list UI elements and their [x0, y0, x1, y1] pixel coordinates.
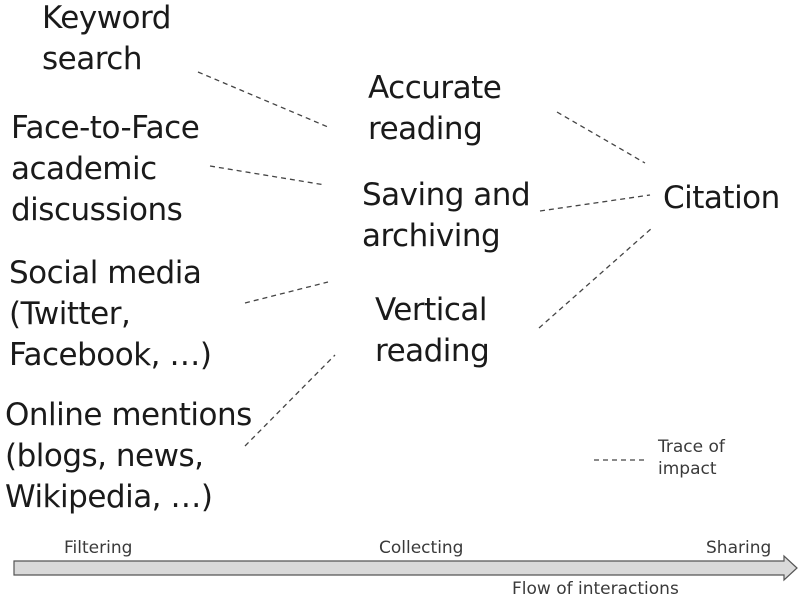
edge-vertical-citation: [538, 227, 653, 329]
text-line: Accurate: [368, 70, 502, 106]
text-line: Citation: [663, 180, 780, 216]
text-line: Vertical: [375, 292, 488, 328]
source-face-to-face: Face-to-Face academic discussions: [11, 108, 200, 231]
collect-accurate-reading: Accurate reading: [368, 68, 502, 150]
text-line: Saving and: [362, 177, 531, 213]
source-social-media: Social media (Twitter, Facebook, …): [9, 253, 212, 376]
text-line: Face-to-Face: [11, 110, 200, 146]
text-line: (Twitter,: [9, 296, 131, 332]
target-citation: Citation: [663, 178, 780, 219]
stage-sharing: Sharing: [706, 538, 772, 558]
legend-label: Trace of impact: [658, 436, 725, 480]
stage-collecting: Collecting: [379, 538, 464, 558]
collect-vertical-reading: Vertical reading: [375, 290, 490, 372]
source-online-mentions: Online mentions (blogs, news, Wikipedia,…: [5, 395, 252, 518]
collect-saving-archiving: Saving and archiving: [362, 175, 531, 257]
edge-social-saving: [244, 281, 329, 304]
text-line: Social media: [9, 255, 202, 291]
text-line: archiving: [362, 218, 501, 254]
edge-keyword-accurate: [197, 71, 329, 128]
text-line: Wikipedia, …): [5, 479, 213, 515]
text-line: discussions: [11, 192, 183, 228]
text-line: reading: [375, 333, 490, 369]
edge-online-vertical: [244, 354, 336, 447]
edge-saving-citation: [539, 194, 651, 212]
flow-arrow: [13, 554, 798, 582]
text-line: academic: [11, 151, 157, 187]
text-line: reading: [368, 111, 483, 147]
text-line: Facebook, …): [9, 337, 212, 373]
edge-face-saving: [209, 165, 326, 186]
text-line: search: [42, 41, 142, 77]
source-keyword-search: Keyword search: [42, 0, 171, 80]
text-line: impact: [658, 459, 717, 479]
text-line: (blogs, news,: [5, 438, 204, 474]
text-line: Keyword: [42, 0, 171, 36]
stage-filtering: Filtering: [64, 538, 133, 558]
axis-label: Flow of interactions: [512, 579, 679, 599]
text-line: Online mentions: [5, 397, 252, 433]
text-line: Trace of: [658, 437, 725, 457]
edge-accurate-citation: [556, 111, 646, 164]
